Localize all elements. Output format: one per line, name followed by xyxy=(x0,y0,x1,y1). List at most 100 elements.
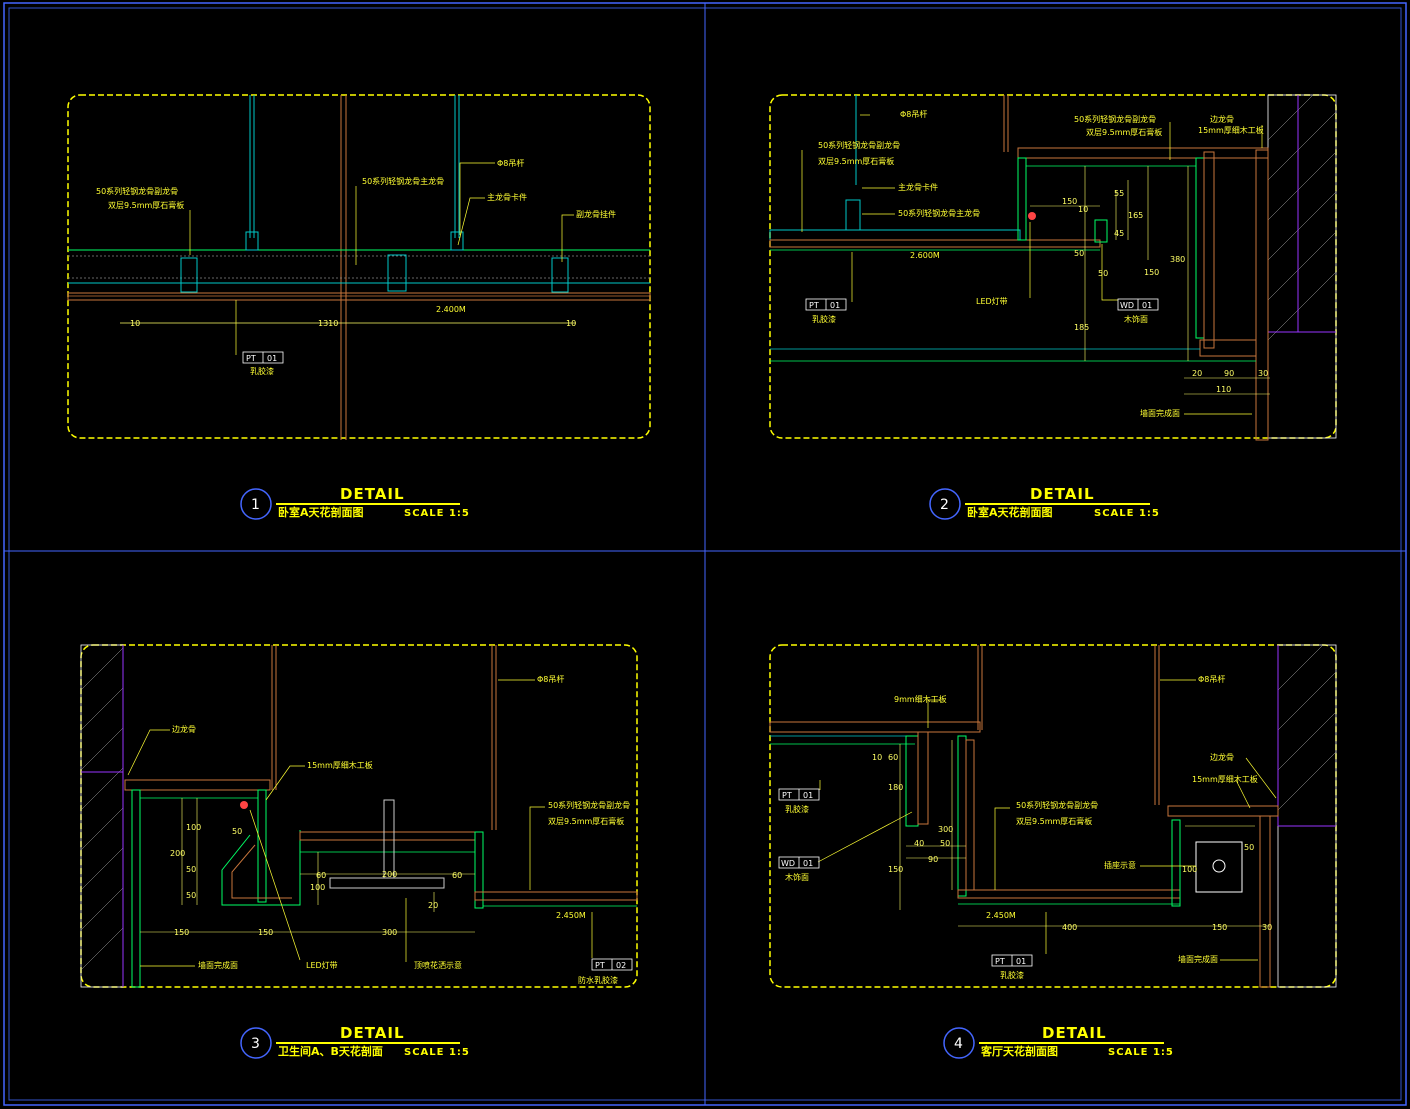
detail-1-boundary xyxy=(67,94,651,439)
detail-1-number-bubble xyxy=(240,488,272,520)
detail-1-tag-num: 01 xyxy=(267,354,277,363)
detail-4-dim-5: 50 xyxy=(940,839,950,848)
detail-2-label-aux-keel-2: 50系列轻钢龙骨副龙骨 xyxy=(1074,114,1156,124)
detail-1-title: 卧室A天花剖面图 xyxy=(278,505,364,519)
detail-2-label-aux-keel: 50系列轻钢龙骨副龙骨 xyxy=(818,140,900,150)
detail-3-label-plywood: 15mm厚细木工板 xyxy=(307,760,373,770)
detail-4-tag-code: PT xyxy=(782,791,792,800)
detail-1-rods xyxy=(249,95,460,238)
detail-3-dim-10: 150 xyxy=(174,928,189,937)
detail-4-dim-6: 90 xyxy=(928,855,938,864)
detail-3-number-bubble xyxy=(240,1027,272,1059)
detail-1-level: 2.400M xyxy=(436,305,466,314)
detail-4-label-board: 双层9.5mm厚石膏板 xyxy=(1016,816,1092,826)
detail-4-paint: 乳胶漆 xyxy=(785,804,809,814)
detail-2-tag-code: PT xyxy=(809,301,819,310)
detail-2-wall xyxy=(1267,94,1337,439)
detail-2-number: 2 xyxy=(940,497,949,513)
detail-1-label-clip: 主龙骨卡件 xyxy=(487,192,527,202)
detail-4-label-plywood: 15mm厚细木工板 xyxy=(1192,774,1258,784)
detail-3-dim-7: 60 xyxy=(452,871,462,880)
detail-4-label-plywood-9: 9mm细木工板 xyxy=(894,694,947,704)
detail-2-dim-5: 50 xyxy=(1074,249,1084,258)
detail-4-number: 4 xyxy=(954,1036,963,1052)
detail-2-label-main-keel: 50系列轻钢龙骨主龙骨 xyxy=(898,208,980,218)
detail-3-dim-9: 20 xyxy=(428,901,438,910)
detail-4-tag2-num: 01 xyxy=(803,859,813,868)
detail-3-number: 3 xyxy=(251,1036,260,1052)
detail-4-dim-1: 60 xyxy=(888,753,898,762)
detail-3-label-aux-keel: 50系列轻钢龙骨副龙骨 xyxy=(548,800,630,810)
detail-2-paint: 乳胶漆 xyxy=(812,314,836,324)
detail-4-dim-9: 150 xyxy=(1212,923,1227,932)
detail-1-heading: DETAIL xyxy=(340,485,405,503)
detail-3-dim-0: 100 xyxy=(186,823,201,832)
detail-4-heading: DETAIL xyxy=(1042,1024,1107,1042)
detail-2-level: 2.600M xyxy=(910,251,940,260)
detail-3-dim-5: 60 xyxy=(316,871,326,880)
detail-2-tag2-num: 01 xyxy=(1142,301,1152,310)
detail-1-clips xyxy=(180,231,569,293)
detail-1-tag-code: PT xyxy=(246,354,256,363)
detail-3-tag-code: PT xyxy=(595,961,605,970)
detail-4-dim-11: 100 xyxy=(1182,865,1197,874)
detail-4-dim-3: 300 xyxy=(938,825,953,834)
detail-2-led: LED灯带 xyxy=(976,296,1008,306)
detail-1-gypsum-board xyxy=(67,292,651,301)
detail-1-label-main-keel: 50系列轻钢龙骨主龙骨 xyxy=(362,176,444,186)
detail-1-label-rod: Φ8吊杆 xyxy=(497,158,524,168)
detail-4-dim-4: 40 xyxy=(914,839,924,848)
detail-2-dim-13: 30 xyxy=(1258,369,1268,378)
detail-3-label-edge-keel: 边龙骨 xyxy=(172,724,196,734)
detail-2-dim-2: 55 xyxy=(1114,189,1124,198)
detail-4-dim-7: 150 xyxy=(888,865,903,874)
detail-4-tag3-num: 01 xyxy=(1016,957,1026,966)
detail-2-dim-11: 90 xyxy=(1224,369,1234,378)
detail-1-paint: 乳胶漆 xyxy=(250,366,274,376)
detail-4-dim-12: 50 xyxy=(1244,843,1254,852)
detail-3-led: LED灯带 xyxy=(306,960,338,970)
detail-1-dim-1: 1310 xyxy=(318,319,338,328)
detail-2-tag-num: 01 xyxy=(830,301,840,310)
detail-3-title: 卫生间A、B天花剖面 xyxy=(278,1044,383,1058)
detail-4-title: 客厅天花剖面图 xyxy=(980,1044,1058,1058)
detail-3-dim-6: 200 xyxy=(382,870,397,879)
detail-2-dim-3: 165 xyxy=(1128,211,1143,220)
detail-2-number-bubble xyxy=(929,488,961,520)
detail-3-scale: SCALE 1:5 xyxy=(404,1047,470,1058)
detail-3-heading: DETAIL xyxy=(340,1024,405,1042)
detail-2-label-edge-keel: 边龙骨 xyxy=(1210,114,1234,124)
detail-4-label-edge-keel: 边龙骨 xyxy=(1210,752,1234,762)
detail-4-label-socket: 插座示意 xyxy=(1104,860,1136,870)
detail-3-dim-11: 150 xyxy=(258,928,273,937)
detail-1-label-board: 双层9.5mm厚石膏板 xyxy=(108,200,184,210)
detail-2-title: 卧室A天花剖面图 xyxy=(967,505,1053,519)
detail-2-scale: SCALE 1:5 xyxy=(1094,508,1160,519)
detail-4-tag2-code: WD xyxy=(781,859,795,868)
detail-4-scale: SCALE 1:5 xyxy=(1108,1047,1174,1058)
detail-3-dim-12: 300 xyxy=(382,928,397,937)
detail-2-wall-line: 墙面完成面 xyxy=(1140,408,1180,418)
detail-2-dim-4: 45 xyxy=(1114,229,1124,238)
detail-2-dim-6: 50 xyxy=(1098,269,1108,278)
detail-4-paint-2: 乳胶漆 xyxy=(1000,970,1024,980)
detail-4-wall-line: 墙面完成面 xyxy=(1178,954,1218,964)
detail-2-label-clip: 主龙骨卡件 xyxy=(898,182,938,192)
detail-4-dim-2: 180 xyxy=(888,783,903,792)
detail-3-wall-line: 墙面完成面 xyxy=(198,960,238,970)
detail-1-dim-2: 10 xyxy=(566,319,576,328)
detail-4-tag3-code: PT xyxy=(995,957,1005,966)
detail-4-tag-num: 01 xyxy=(803,791,813,800)
detail-3-dim-2: 200 xyxy=(170,849,185,858)
detail-3: 边龙骨 Φ8吊杆 15mm厚细木工板 50系列轻钢龙骨副龙骨 双层9.5mm厚石… xyxy=(80,644,638,1059)
detail-2-wood: 木饰面 xyxy=(1124,314,1148,324)
detail-4-label-aux-keel: 50系列轻钢龙骨副龙骨 xyxy=(1016,800,1098,810)
detail-1-label-connector: 副龙骨挂件 xyxy=(576,209,616,219)
detail-4-level: 2.450M xyxy=(986,911,1016,920)
detail-3-wall xyxy=(80,644,124,988)
detail-2-label-board-2: 双层9.5mm厚石膏板 xyxy=(1086,127,1162,137)
detail-4-number-bubble xyxy=(943,1027,975,1059)
detail-2-dim-10: 20 xyxy=(1192,369,1202,378)
detail-4-dim-8: 400 xyxy=(1062,923,1077,932)
